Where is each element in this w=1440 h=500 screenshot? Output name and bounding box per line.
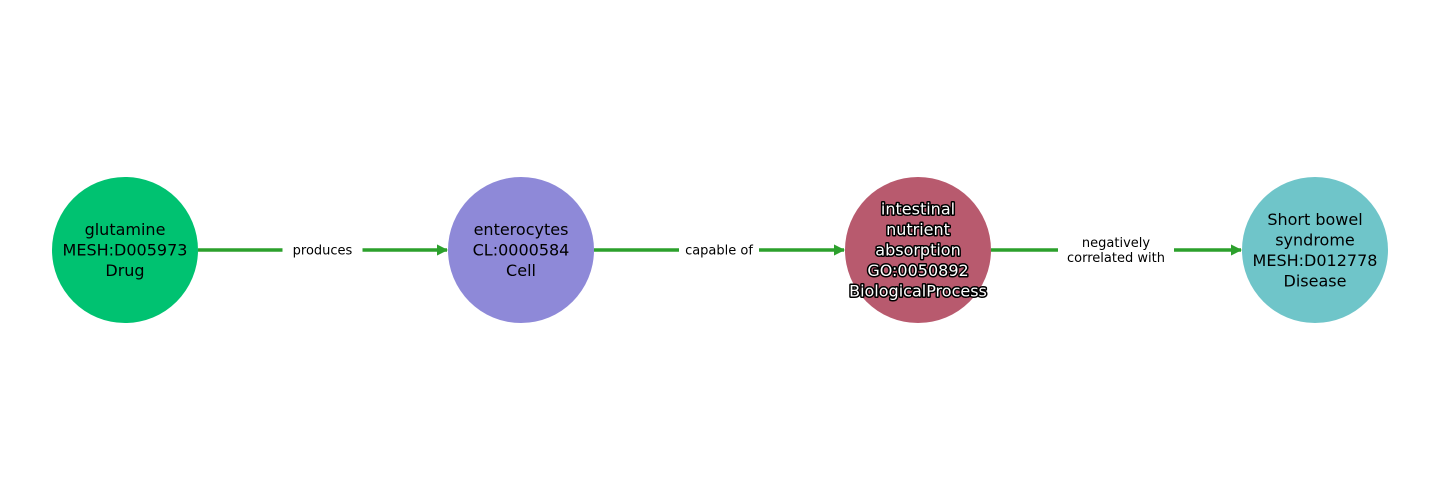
node-label: GO:0050892 <box>867 261 968 280</box>
node-label: MESH:D012778 <box>1253 251 1378 270</box>
node-circle[interactable] <box>448 177 594 323</box>
node-label: intestinal <box>881 200 955 219</box>
node-label: absorption <box>875 241 960 260</box>
node-label: BiologicalProcess <box>849 282 987 301</box>
node-label: syndrome <box>1275 230 1355 249</box>
node-label: MESH:D005973 <box>63 241 188 260</box>
node-label: nutrient <box>886 220 950 239</box>
edge-label: capable of <box>685 244 753 259</box>
node-label: Drug <box>105 261 144 280</box>
node-label: glutamine <box>85 220 166 239</box>
node-circle[interactable] <box>845 177 991 323</box>
edge-label: correlated with <box>1067 251 1165 266</box>
node-circle[interactable] <box>52 177 198 323</box>
node-label: Cell <box>506 261 536 280</box>
node-label: Short bowel <box>1267 210 1362 229</box>
edge-label: produces <box>293 244 353 259</box>
edge: produces <box>198 244 449 259</box>
node-label: enterocytes <box>474 220 569 239</box>
node-label: CL:0000584 <box>473 241 570 260</box>
node-label: Disease <box>1284 271 1347 290</box>
edge-label: negatively <box>1082 236 1150 251</box>
node-circle[interactable] <box>1242 177 1388 323</box>
edge: capable of <box>594 244 846 259</box>
